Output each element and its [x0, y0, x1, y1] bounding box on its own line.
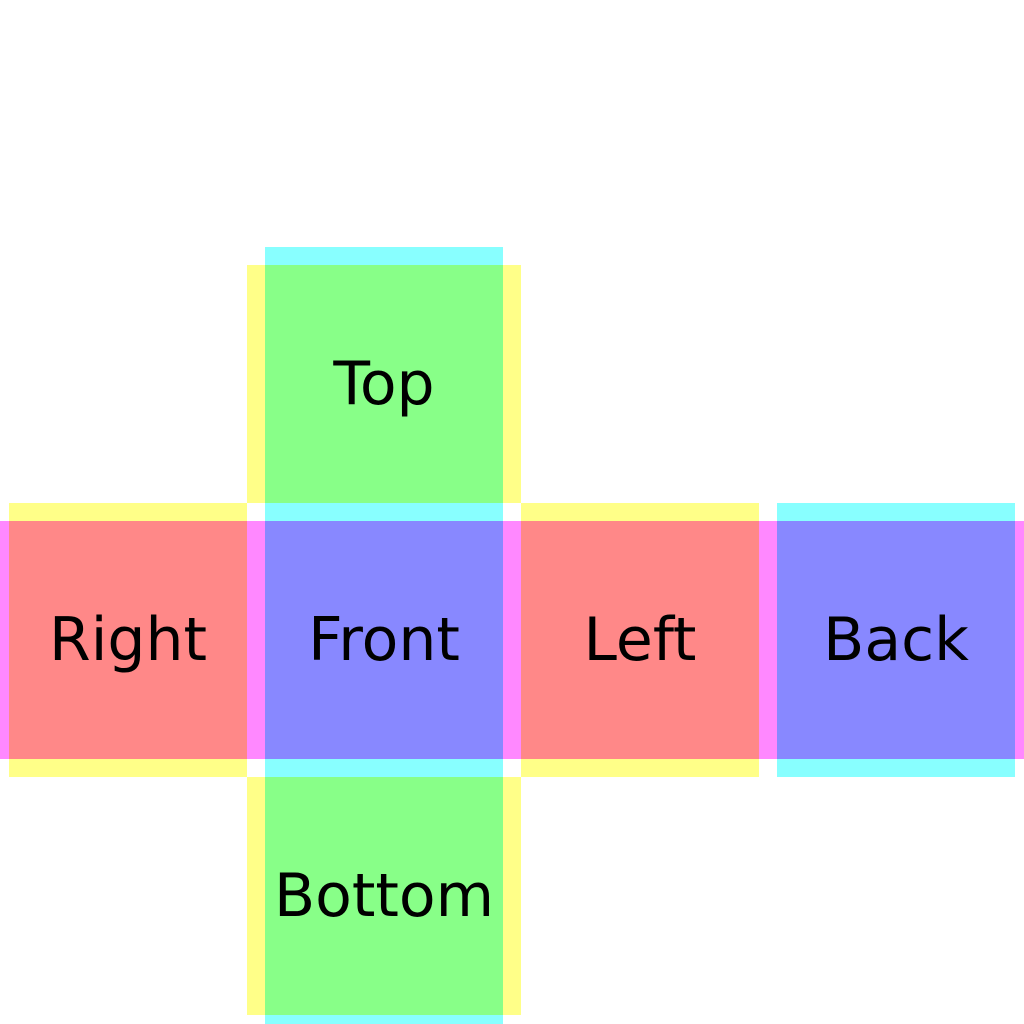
face-top: Top [247, 247, 521, 503]
face-back-cyan-edge-bottom [777, 759, 1015, 777]
face-top-fill [265, 265, 503, 503]
face-right-yellow-edge-bottom [9, 759, 247, 777]
face-right-fill [9, 521, 247, 759]
face-front-label: Front [308, 605, 460, 675]
face-front-fill [265, 521, 503, 759]
face-left: Left [521, 503, 777, 777]
face-back-cyan-edge-top [777, 503, 1015, 521]
face-left-label: Left [584, 605, 697, 675]
face-top-yellow-edge-right [503, 265, 521, 503]
face-top-cyan-edge [265, 247, 503, 265]
face-left-magenta-edge-right [759, 521, 777, 759]
face-front-magenta-edge-left [247, 521, 265, 759]
face-bottom-label: Bottom [274, 861, 494, 931]
face-front-cyan-edge-top [265, 503, 503, 521]
face-right: Right [0, 503, 247, 777]
face-top-yellow-edge-left [247, 265, 265, 503]
face-right-magenta-edge-left [0, 521, 9, 759]
face-bottom-yellow-edge-left [247, 777, 265, 1015]
face-back-label: Back [823, 605, 969, 675]
face-bottom-fill [265, 777, 503, 1015]
face-front: Front [247, 503, 521, 777]
face-right-yellow-edge-top [9, 503, 247, 521]
face-left-yellow-edge-bottom [521, 759, 759, 777]
face-back: Back [777, 503, 1024, 777]
face-left-yellow-edge-top [521, 503, 759, 521]
face-front-magenta-edge-right [503, 521, 521, 759]
face-top-label: Top [332, 349, 434, 419]
face-back-fill [777, 521, 1015, 759]
face-bottom: Bottom [247, 777, 521, 1024]
face-bottom-yellow-edge-right [503, 777, 521, 1015]
face-right-label: Right [49, 605, 207, 675]
face-left-fill [521, 521, 759, 759]
face-bottom-cyan-edge [265, 1015, 503, 1024]
face-back-magenta-edge-right [1015, 521, 1024, 759]
face-front-cyan-edge-bottom [265, 759, 503, 777]
